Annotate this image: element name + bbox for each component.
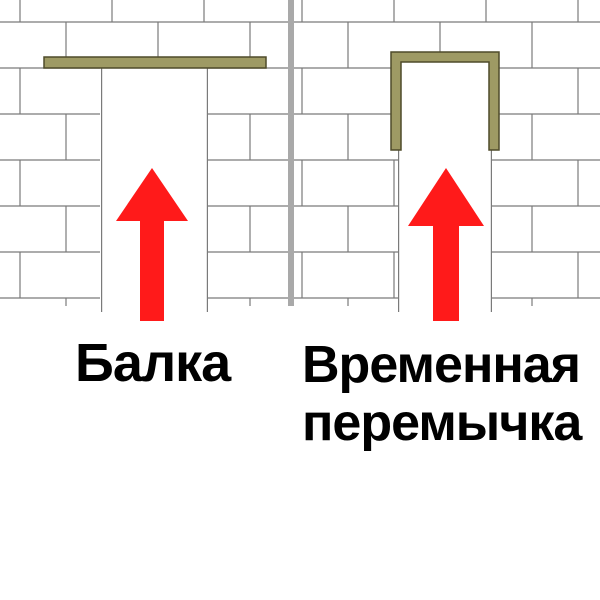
opening-edge: [398, 150, 400, 312]
caption-beam: Балка: [75, 333, 231, 393]
panel-divider: [288, 0, 294, 306]
arrow-up-right: [408, 168, 484, 321]
beam-lintel: [43, 56, 267, 69]
arrow-up-left: [116, 168, 188, 321]
caption-temporary-jumper-line-2: перемычка: [302, 394, 582, 452]
caption-temporary-jumper: Временная перемычка: [302, 336, 582, 452]
opening-edge: [206, 67, 208, 312]
opening-edge: [490, 150, 492, 312]
caption-beam-line-1: Балка: [75, 333, 231, 393]
caption-temporary-jumper-line-1: Временная: [302, 336, 581, 394]
opening-edge: [101, 67, 103, 312]
temporary-jumper-lintel: [390, 51, 500, 151]
